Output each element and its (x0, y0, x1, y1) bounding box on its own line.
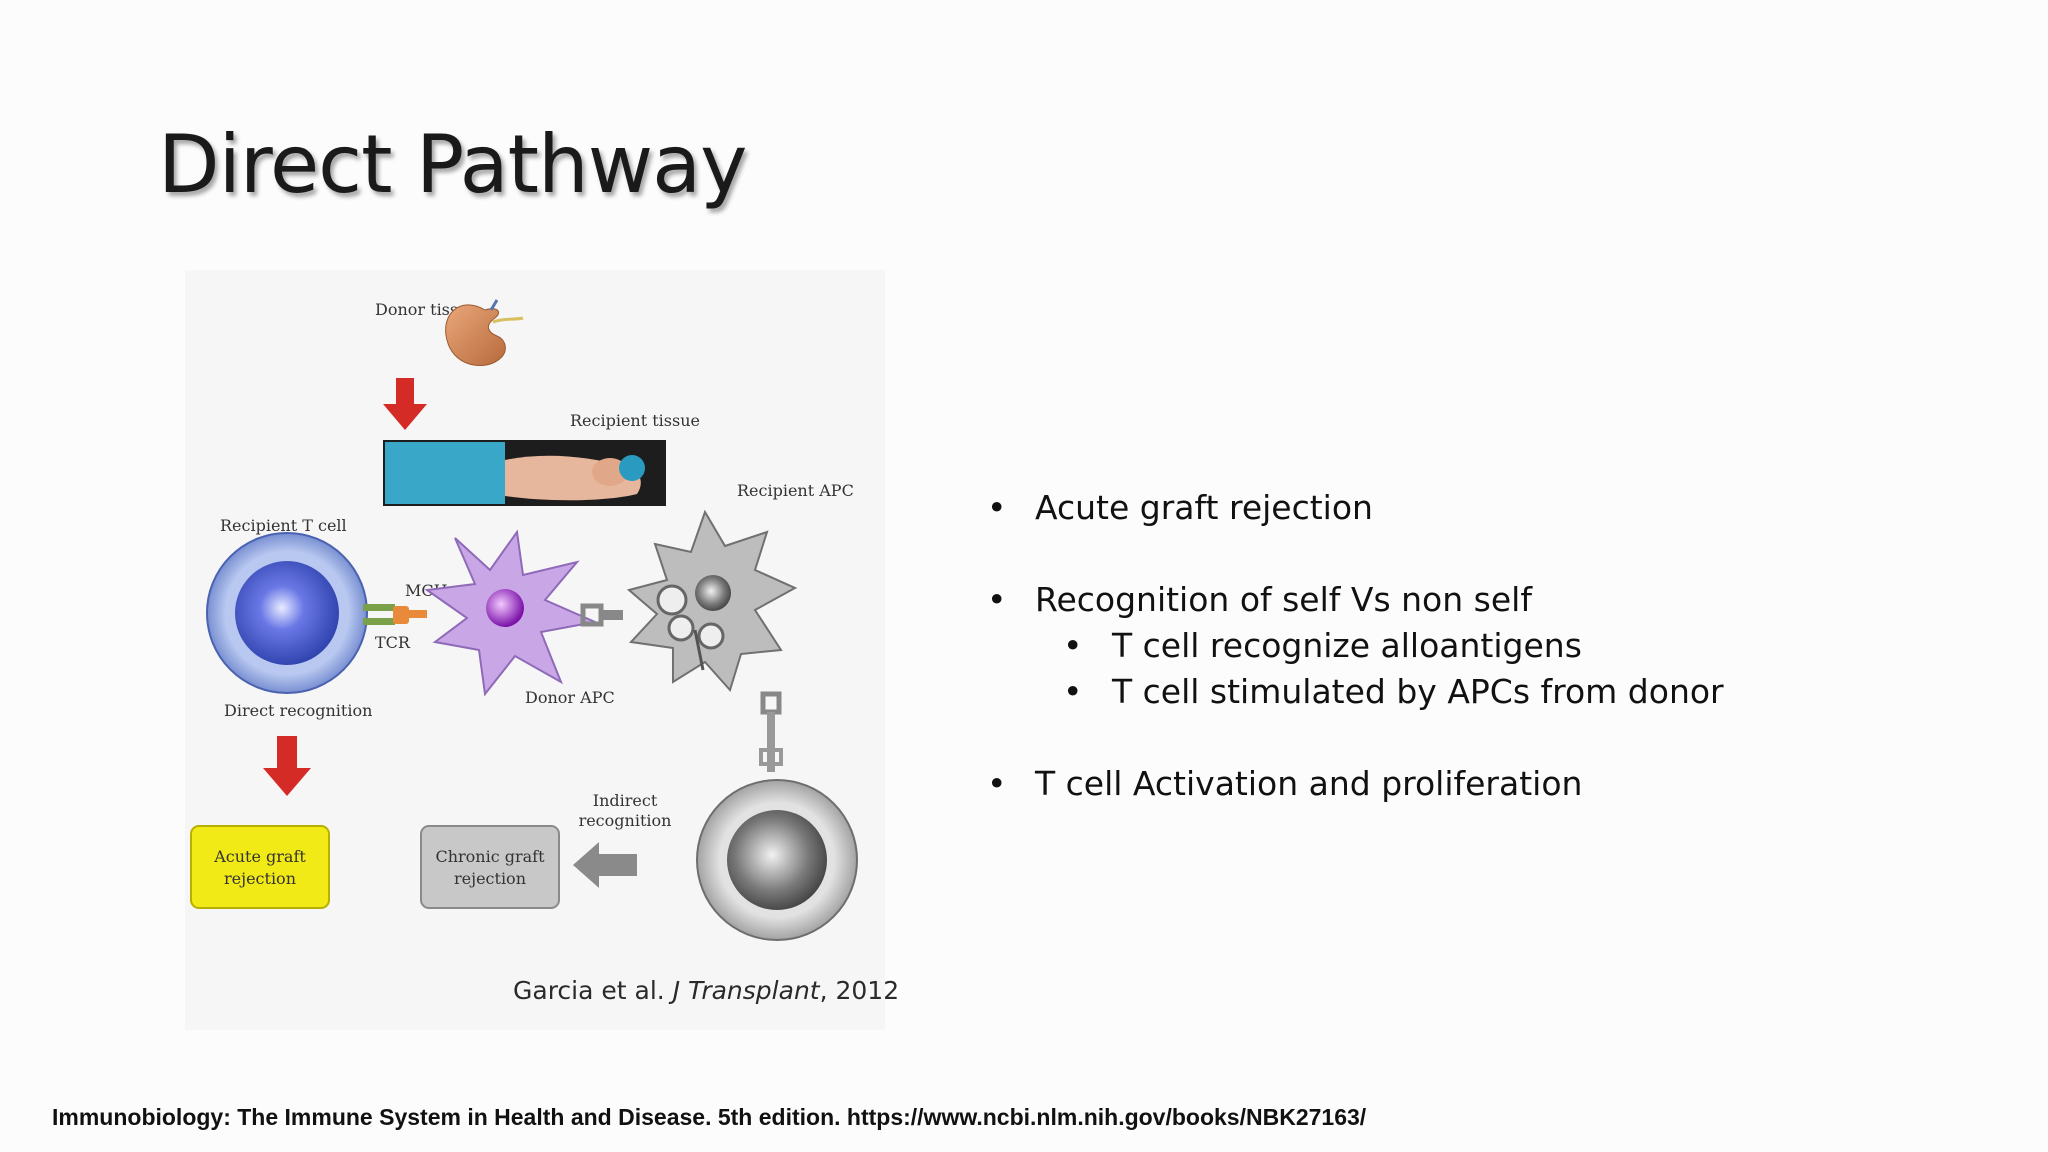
figure-panel: Donor tissue Recipient tissue Recipient … (185, 270, 885, 1030)
slide-title: Direct Pathway (158, 118, 747, 211)
caption-authors: Garcia et al. (513, 976, 665, 1005)
arrow-down-red-icon (263, 736, 311, 796)
reference-citation: Immunobiology: The Immune System in Heal… (52, 1104, 1367, 1130)
arrow-left-icon (573, 842, 637, 888)
bullet-list: Acute graft rejection Recognition of sel… (985, 485, 1985, 807)
label-indirect-line1: Indirect (593, 791, 658, 810)
chronic-label-line1: Chronic graft (435, 847, 545, 866)
pathway-diagram: Donor tissue Recipient tissue Recipient … (190, 299, 858, 941)
bullet-activation: T cell Activation and proliferation (985, 761, 1985, 807)
label-recipient-tissue: Recipient tissue (570, 411, 700, 430)
tcr-mch-connector (363, 604, 427, 625)
recipient-apc (626, 509, 798, 692)
bullet-recognition: Recognition of self Vs non self (985, 577, 1985, 623)
label-tcr: TCR (375, 633, 411, 652)
label-recipient-t-cell: Recipient T cell (220, 516, 347, 535)
recipient-t-cell (206, 532, 368, 694)
arrow-down-icon (383, 378, 427, 430)
indirect-t-cell (696, 779, 858, 941)
label-recipient-apc: Recipient APC (737, 481, 854, 500)
subbullet-apcs-from-donor: T cell stimulated by APCs from donor (985, 669, 1985, 715)
label-indirect-line2: recognition (579, 811, 672, 830)
label-direct-recognition: Direct recognition (224, 701, 372, 720)
caption-year: , 2012 (819, 976, 900, 1005)
label-donor-apc: Donor APC (525, 688, 615, 707)
figure-caption: Garcia et al. J Transplant, 2012 (513, 976, 899, 1005)
vertical-connector (759, 691, 783, 772)
subbullet-alloantigens: T cell recognize alloantigens (985, 623, 1985, 669)
caption-journal: J Transplant (672, 976, 820, 1005)
bullet-acute-graft-rejection: Acute graft rejection (985, 485, 1985, 531)
acute-label-line1: Acute graft (213, 847, 306, 866)
acute-label-line2: rejection (224, 869, 296, 888)
donor-apc (424, 529, 599, 697)
apc-connector (580, 603, 623, 627)
kidney-icon (445, 299, 524, 366)
patient-image (383, 440, 666, 506)
acute-graft-rejection-box: Acute graft rejection (190, 825, 330, 909)
chronic-label-line2: rejection (454, 869, 526, 888)
chronic-graft-rejection-box: Chronic graft rejection (420, 825, 560, 909)
